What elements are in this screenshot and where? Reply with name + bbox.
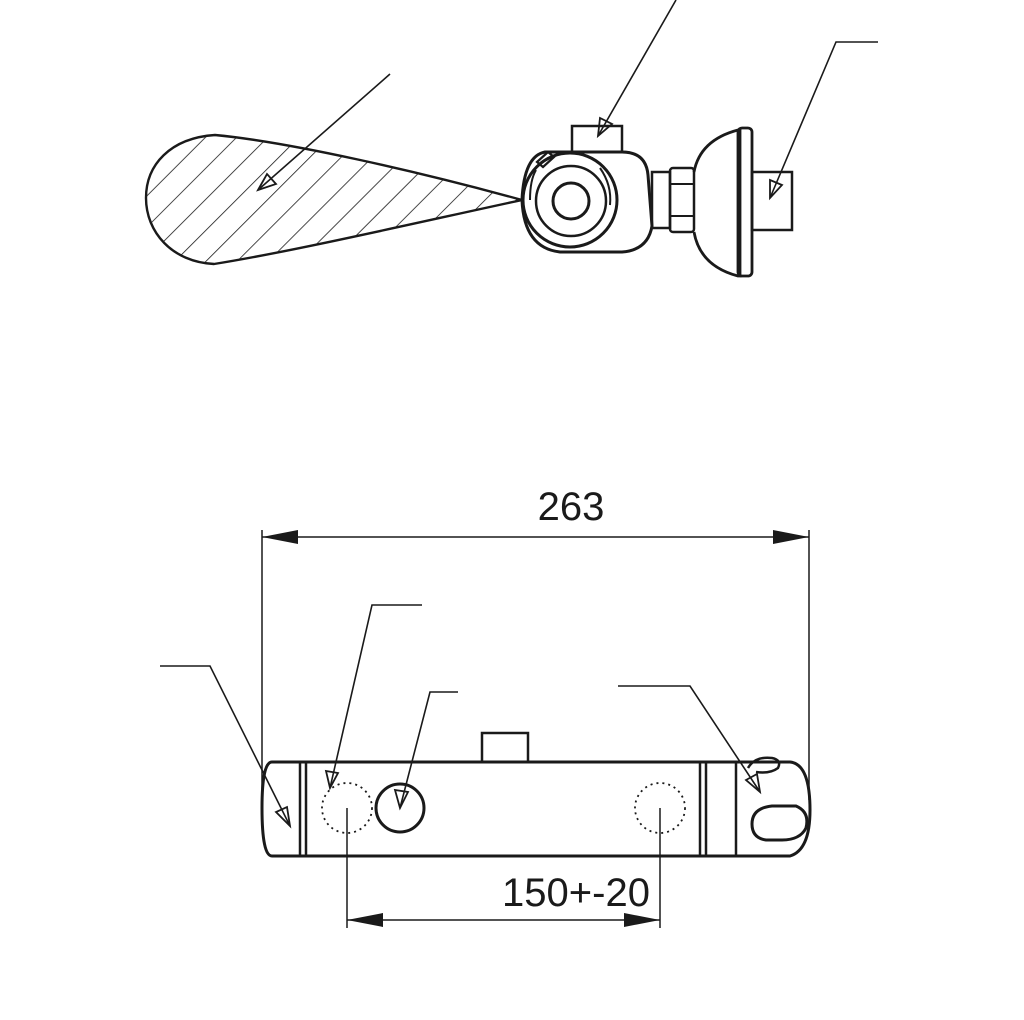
inlet-spacing-label: 150+-20 (502, 871, 650, 915)
dimension-overall: 263 (261, 485, 810, 800)
wall-connector (650, 126, 794, 278)
hidden-inlet-left (321, 782, 373, 834)
mixer-body (260, 731, 812, 858)
valve-body-top (520, 124, 654, 254)
hidden-inlet-right (634, 782, 686, 834)
dimension-inlet-spacing: 150+-20 (346, 808, 661, 928)
top-view (144, 0, 878, 278)
handle-sweep-area (144, 133, 523, 266)
leader-lines-front (160, 604, 762, 829)
leader-lines-top (256, 0, 878, 201)
overall-width-label: 263 (538, 485, 605, 529)
front-view: 263 (160, 485, 812, 928)
